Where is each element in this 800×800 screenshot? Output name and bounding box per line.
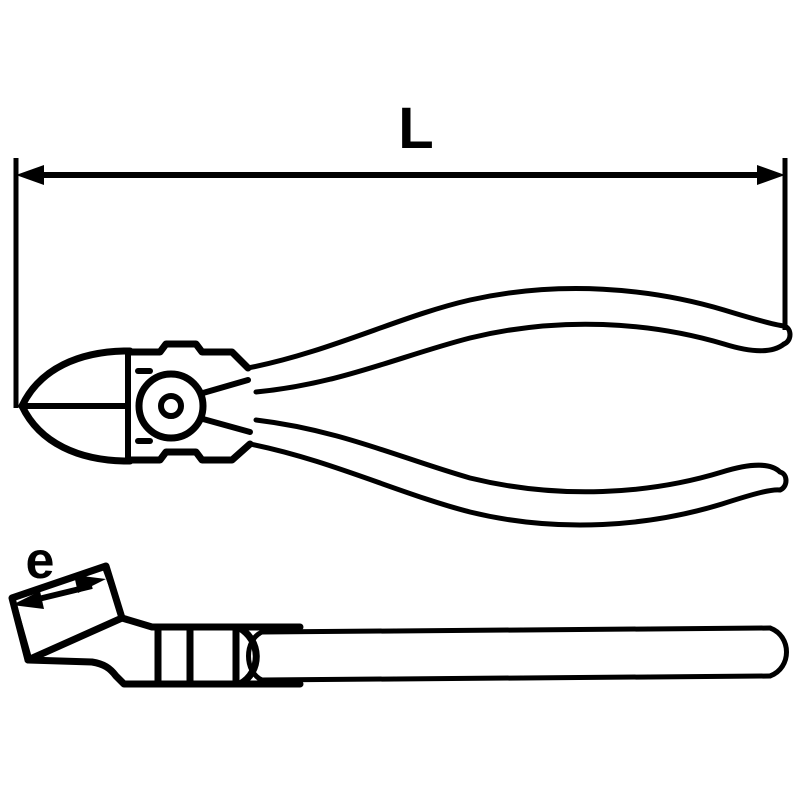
edge-handle-top-edge (259, 625, 773, 635)
edge-jaw-top-edge (118, 614, 304, 631)
jaw-upper-edge (18, 347, 134, 410)
arrow-head-left-L (16, 165, 44, 185)
dimension-L-group: L (13, 96, 788, 408)
edge-handle-bottom-edge (259, 673, 773, 683)
pivot-rivet-outer (135, 370, 207, 442)
upper-handle-bottom-edge (253, 321, 787, 395)
dimension-label-L: L (398, 96, 433, 161)
lower-handle-top-edge (253, 417, 783, 495)
arrow-head-lower-e (12, 591, 44, 609)
lower-handle-bottom-edge (247, 441, 783, 528)
arrow-head-upper-e (74, 575, 106, 593)
jaw-rib-arc (234, 623, 260, 688)
edge-handle-left-cap (246, 629, 265, 683)
dimension-label-e: e (26, 532, 55, 590)
upper-handle-end-cap (781, 323, 793, 347)
lower-handle-end-cap (777, 469, 789, 493)
pivot-rivet-inner (158, 393, 184, 419)
joint-wedge-upper (200, 377, 251, 396)
joint-wedge-lower (200, 416, 253, 435)
arrow-head-right-L (757, 165, 785, 185)
side-view-pliers (18, 286, 793, 528)
jaw-lower-edge (18, 402, 134, 465)
head-lower-contour (124, 440, 254, 464)
edge-jaw-bottom-edge (24, 656, 304, 688)
edge-view-pliers (8, 562, 789, 688)
edge-handle-right-cap (767, 625, 789, 679)
upper-handle-top-edge (245, 286, 787, 371)
head-upper-contour (124, 340, 252, 372)
